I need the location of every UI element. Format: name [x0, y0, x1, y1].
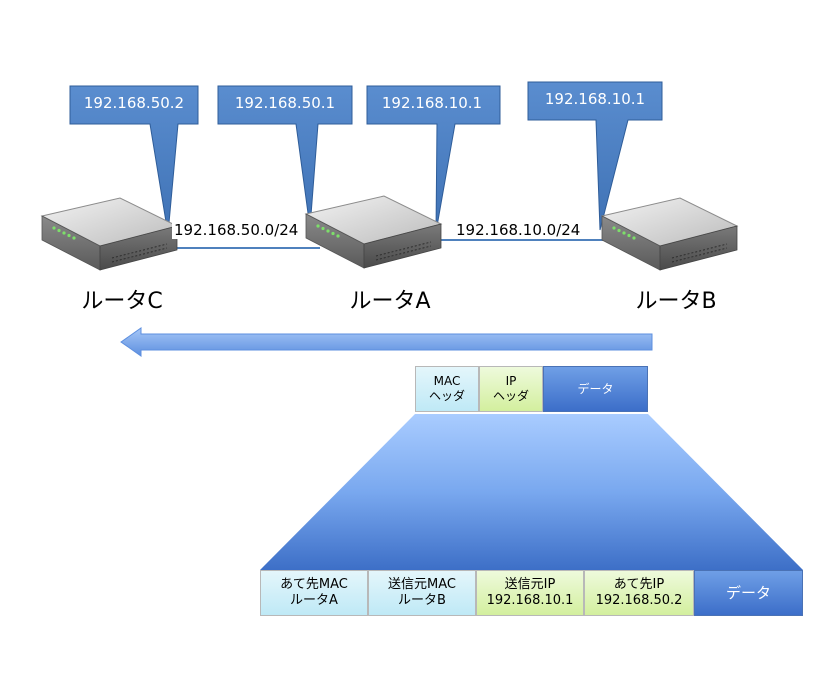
router-a-label: ルータA: [349, 289, 431, 314]
large-src-mac-line1: 送信元MAC: [388, 577, 456, 592]
callout-router-c: [69, 85, 199, 235]
router-c-icon: [41, 197, 178, 271]
callout-ip-router-c: 192.168.50.2: [83, 94, 185, 112]
large-src-ip-line2: 192.168.10.1: [486, 593, 574, 608]
large-data-label: データ: [725, 584, 771, 602]
router-c-label: ルータC: [81, 289, 163, 314]
large-src-ip-line1: 送信元IP: [504, 577, 556, 592]
large-src-mac-line2: ルータB: [398, 593, 446, 608]
large-dst-mac: あて先MAC ルータA: [260, 570, 368, 616]
small-mac-header-line2: ヘッダ: [428, 389, 465, 403]
small-mac-header: MAC ヘッダ: [415, 366, 479, 412]
router-b-label: ルータB: [635, 289, 717, 314]
large-dst-ip: あて先IP 192.168.50.2: [584, 570, 694, 616]
callout-router-b: [527, 81, 663, 231]
small-data-label: データ: [577, 381, 614, 396]
small-mac-header-line1: MAC: [433, 374, 461, 388]
large-src-mac: 送信元MAC ルータB: [368, 570, 476, 616]
callout-ip-router-a-10: 192.168.10.1: [381, 94, 483, 112]
network-label-10: 192.168.10.0/24: [454, 221, 583, 239]
network-label-50: 192.168.50.0/24: [172, 221, 301, 239]
callout-ip-router-a-50: 192.168.50.1: [234, 94, 336, 112]
direction-arrow-left: [120, 327, 653, 357]
callout-ip-router-b: 192.168.10.1: [544, 90, 646, 108]
large-dst-ip-line1: あて先IP: [613, 577, 665, 592]
large-data: データ: [694, 570, 803, 616]
small-data: データ: [543, 366, 648, 412]
large-dst-mac-line2: ルータA: [290, 593, 338, 608]
small-ip-header: IP ヘッダ: [479, 366, 543, 412]
router-a-icon: [305, 195, 442, 269]
callout-router-a-right: [366, 85, 501, 233]
expansion-shape: [260, 414, 803, 570]
small-ip-header-line2: ヘッダ: [492, 389, 529, 403]
large-dst-ip-line2: 192.168.50.2: [595, 593, 683, 608]
small-ip-header-line1: IP: [505, 374, 517, 388]
callout-router-a-left: [217, 85, 353, 229]
router-b-icon: [601, 197, 738, 271]
large-src-ip: 送信元IP 192.168.10.1: [476, 570, 584, 616]
large-dst-mac-line1: あて先MAC: [280, 577, 348, 592]
